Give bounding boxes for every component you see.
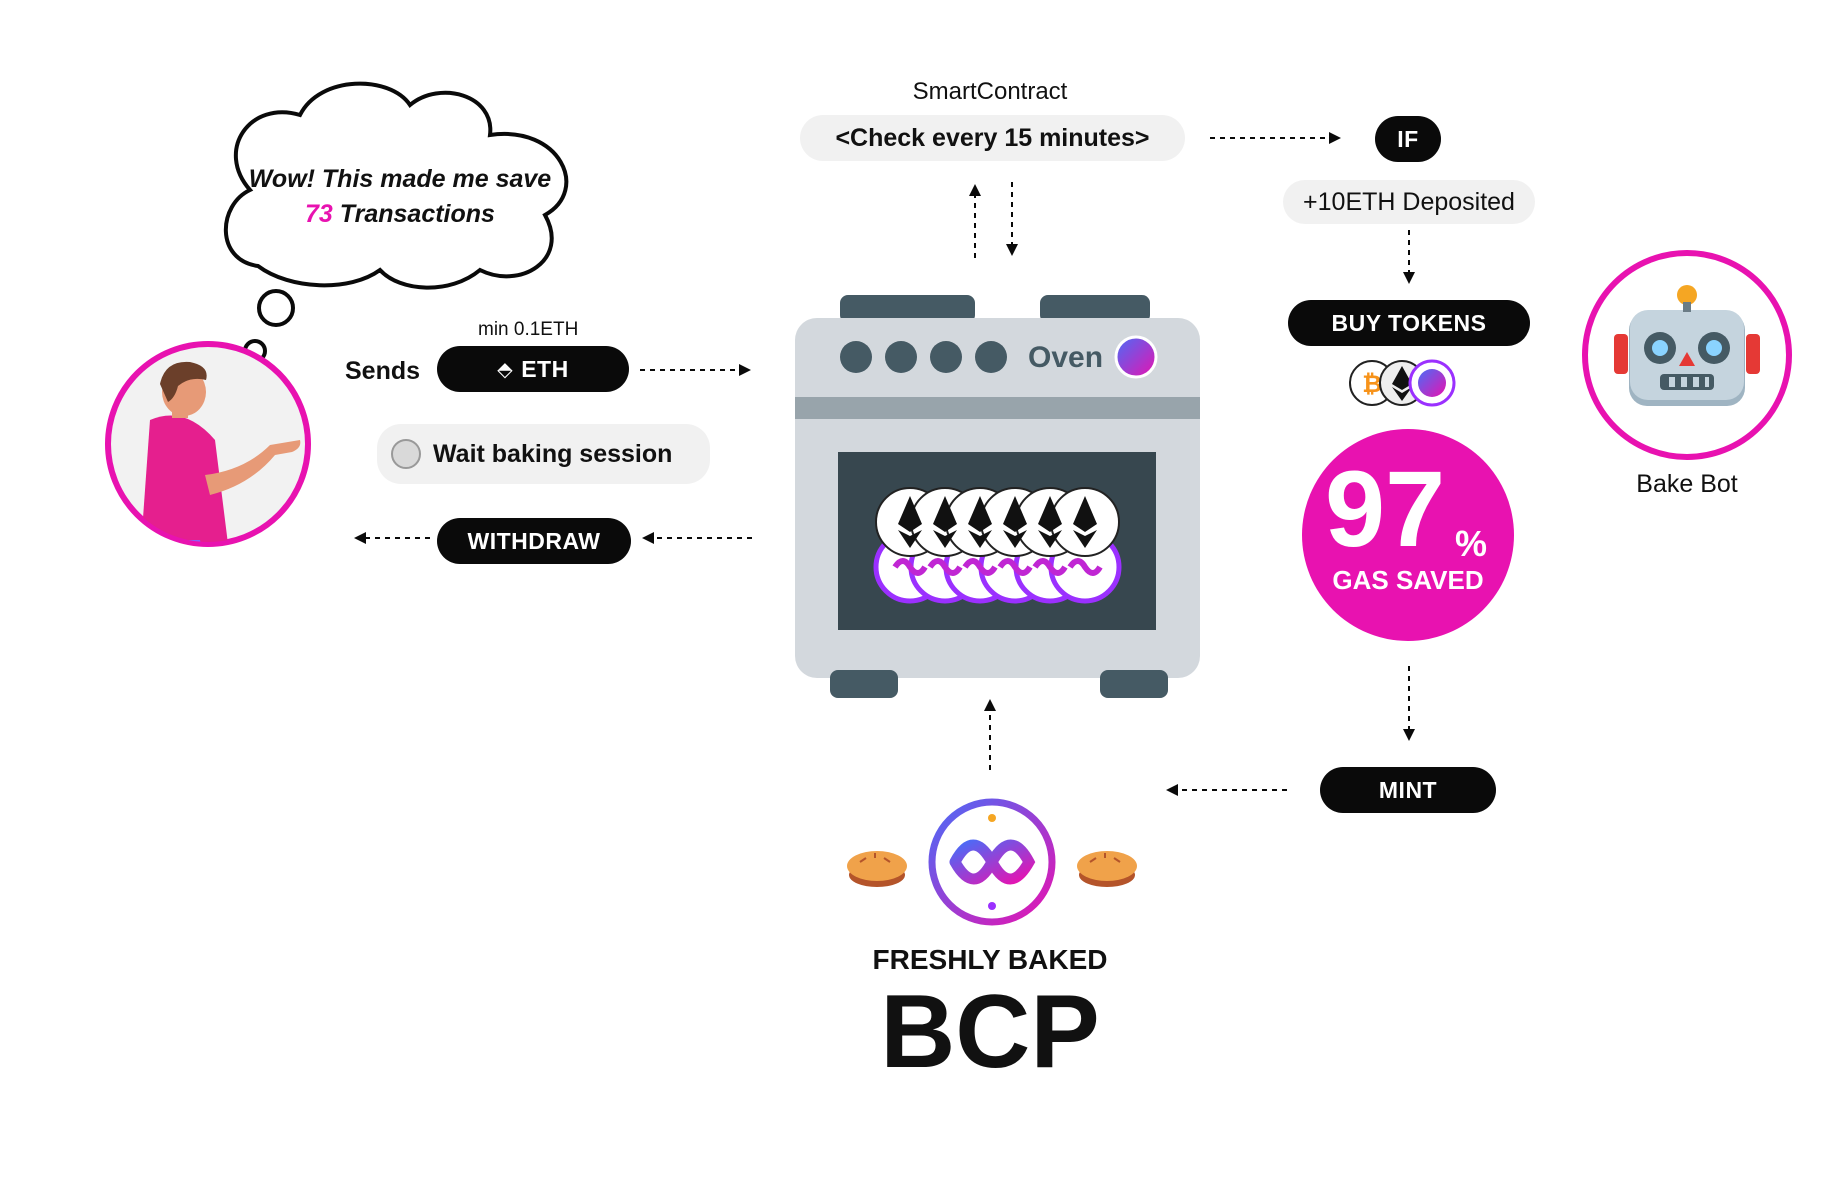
check-interval-label: <Check every 15 minutes> <box>835 123 1150 152</box>
bake-bot-label: Bake Bot <box>1636 470 1738 498</box>
bake-bot-avatar <box>1582 250 1792 460</box>
buy-tokens-label: BUY TOKENS <box>1331 309 1487 336</box>
pie-icon-left <box>847 851 907 887</box>
min-eth-label: min 0.1ETH <box>478 319 579 340</box>
withdraw-button[interactable]: WITHDRAW <box>437 518 631 564</box>
eth-icon: ⬘ <box>497 358 514 381</box>
svg-text:₿: ₿ <box>1362 370 1382 398</box>
timer-knob-icon <box>391 439 421 469</box>
withdraw-button-label: WITHDRAW <box>467 527 601 554</box>
if-badge: IF <box>1375 116 1441 162</box>
gas-saved-percent-sign: % <box>1455 523 1488 564</box>
eth-button[interactable]: ⬘ ETH <box>437 346 629 392</box>
deposit-condition-label: +10ETH Deposited <box>1303 187 1515 216</box>
check-interval-pill: <Check every 15 minutes> <box>800 115 1185 161</box>
pie-icon-right <box>1077 851 1137 887</box>
thought-transactions-word: Transactions <box>339 200 495 228</box>
saved-transactions-count: 73 <box>305 200 333 228</box>
flow-connectors <box>354 132 1415 796</box>
gas-saved-percent: 97 <box>1325 448 1446 569</box>
token-icons: ₿ <box>1349 359 1456 407</box>
if-label: IF <box>1397 125 1419 152</box>
user-avatar <box>105 341 311 547</box>
mint-label: MINT <box>1378 776 1438 803</box>
oven-illustration <box>795 295 1200 698</box>
bcp-title: BCP <box>880 974 1100 1090</box>
smart-contract-title: SmartContract <box>912 78 1068 105</box>
mint-button[interactable]: MINT <box>1320 767 1496 813</box>
wait-baking-label: Wait baking session <box>433 439 673 468</box>
bcp-logo <box>928 798 1056 926</box>
oven-title: Oven <box>1028 341 1104 374</box>
eth-button-label: ETH <box>521 355 569 382</box>
gas-saved-label: GAS SAVED <box>1332 565 1484 595</box>
wait-baking-pill: Wait baking session <box>377 424 710 484</box>
buy-tokens-button[interactable]: BUY TOKENS <box>1288 300 1530 346</box>
sends-label: Sends <box>345 357 421 385</box>
coin-stack <box>873 487 1122 604</box>
deposit-condition-pill: +10ETH Deposited <box>1283 180 1535 224</box>
thought-line-2: 73 Transactions <box>238 200 562 229</box>
freshly-baked-label: FRESHLY BAKED <box>872 944 1108 975</box>
thought-line-1: Wow! This made me save <box>248 165 552 193</box>
gas-saved-circle <box>1302 429 1514 641</box>
thought-cloud <box>223 81 569 392</box>
